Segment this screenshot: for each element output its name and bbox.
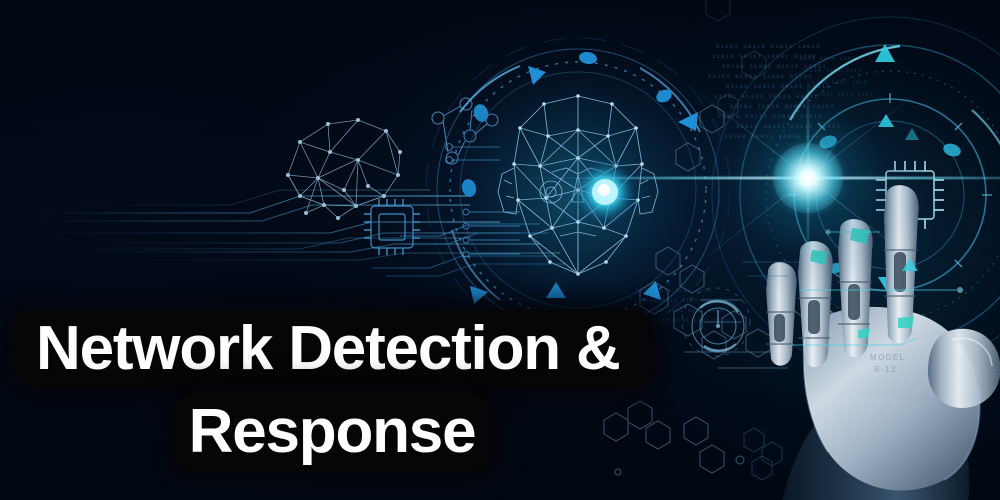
cpu-chip-left [364, 199, 420, 255]
polygonal-brain [286, 118, 402, 220]
title-plate-line-2: Response [172, 392, 492, 472]
title-line-2: Response [188, 397, 477, 466]
lens-flare [688, 58, 928, 298]
svg-text:01001 10110 01011 10010: 01001 10110 01011 10010 [716, 43, 821, 50]
hud-gauge-small-2 [681, 287, 751, 357]
svg-text:11010 00111 10101 01100: 11010 00111 10101 01100 [712, 53, 817, 60]
svg-text:R-12: R-12 [874, 365, 897, 374]
svg-text:0101 1100 0011 1010: 0101 1100 0011 1010 [648, 308, 724, 314]
hand-model-label: MODEL [870, 353, 905, 362]
title-plate-line-1: Network Detection & [12, 310, 653, 388]
svg-text:1110 0101 1001 0110: 1110 0101 1001 0110 [654, 318, 730, 324]
svg-text:1001 0110 1110 0011: 1001 0110 1110 0011 [642, 298, 718, 304]
title-line-1: Network Detection & [36, 314, 621, 383]
triangle-markers [470, 66, 698, 304]
hud-gauge-small [691, 299, 745, 353]
glowing-eye [571, 158, 639, 226]
